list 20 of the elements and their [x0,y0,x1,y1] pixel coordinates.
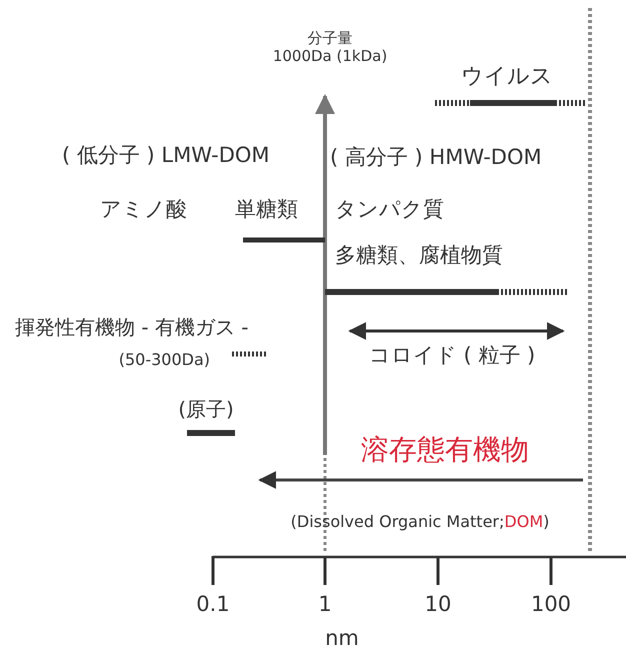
tick-label: 100 [530,592,572,616]
category-label: コロイド ( 粒子 ) [368,343,536,368]
category-label: ウイルス [461,64,553,90]
axis-unit: nm [325,626,359,650]
category-label: 単糖類 [235,197,298,222]
axis-title: 分子量 [308,30,352,48]
tick-label: 10 [424,592,452,616]
tick-label: 0.1 [196,592,230,616]
category-note: (50-300Da) [118,351,210,370]
category-label: 揮発性有機物 - 有機ガス - [15,316,249,339]
category-label: ( 高分子 ) HMW-DOM [330,145,542,170]
axis-note: 1000Da (1kDa) [272,48,388,66]
tick-label: 1 [318,592,332,616]
category-label: (原子) [178,398,234,421]
category-label: 多糖類、腐植物質 [335,243,503,268]
category-label: タンパク質 [335,197,444,222]
caption-text: (Dissolved Organic Matter;DOM) [290,513,550,532]
category-label: ( 低分子 ) LMW-DOM [62,143,270,168]
category-label: アミノ酸 [100,197,187,222]
heading-label: 溶存態有機物 [361,434,529,466]
